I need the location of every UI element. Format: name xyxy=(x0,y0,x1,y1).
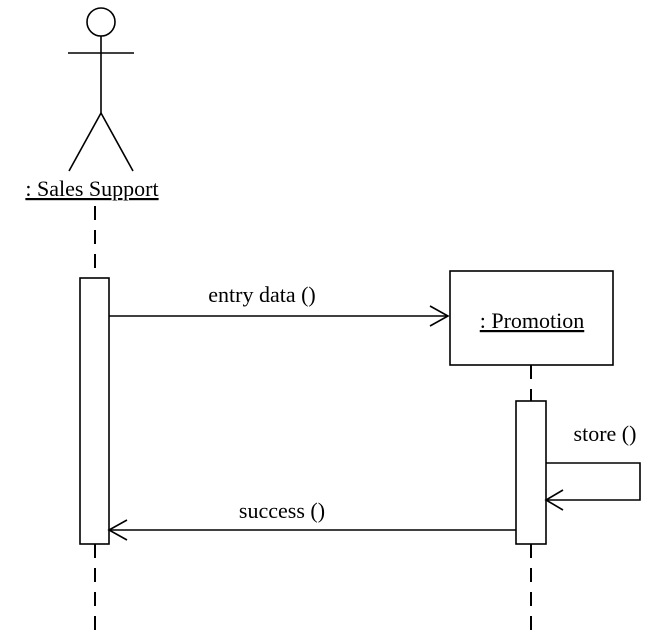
message-success: success () xyxy=(107,498,516,541)
arrowhead-icon xyxy=(429,305,450,327)
arrowhead-icon xyxy=(107,519,128,541)
actor-right-leg xyxy=(100,112,134,172)
message-label-store: store () xyxy=(574,421,637,446)
self-call-line xyxy=(546,462,641,501)
actor-head xyxy=(86,7,116,37)
message-entry-data: entry data () xyxy=(109,282,450,327)
message-store: store () xyxy=(544,421,641,511)
actor-stick-figure xyxy=(68,7,134,172)
actor-label: : Sales Support xyxy=(25,176,158,201)
arrowhead-icon xyxy=(544,489,564,511)
object-label: : Promotion xyxy=(480,308,585,333)
object-activation-bar xyxy=(515,400,547,545)
message-label-success: success () xyxy=(239,498,325,523)
actor-activation-bar xyxy=(79,277,110,545)
message-label-entry-data: entry data () xyxy=(208,282,316,307)
promotion-object-box xyxy=(449,270,614,366)
actor-left-leg xyxy=(68,112,102,172)
